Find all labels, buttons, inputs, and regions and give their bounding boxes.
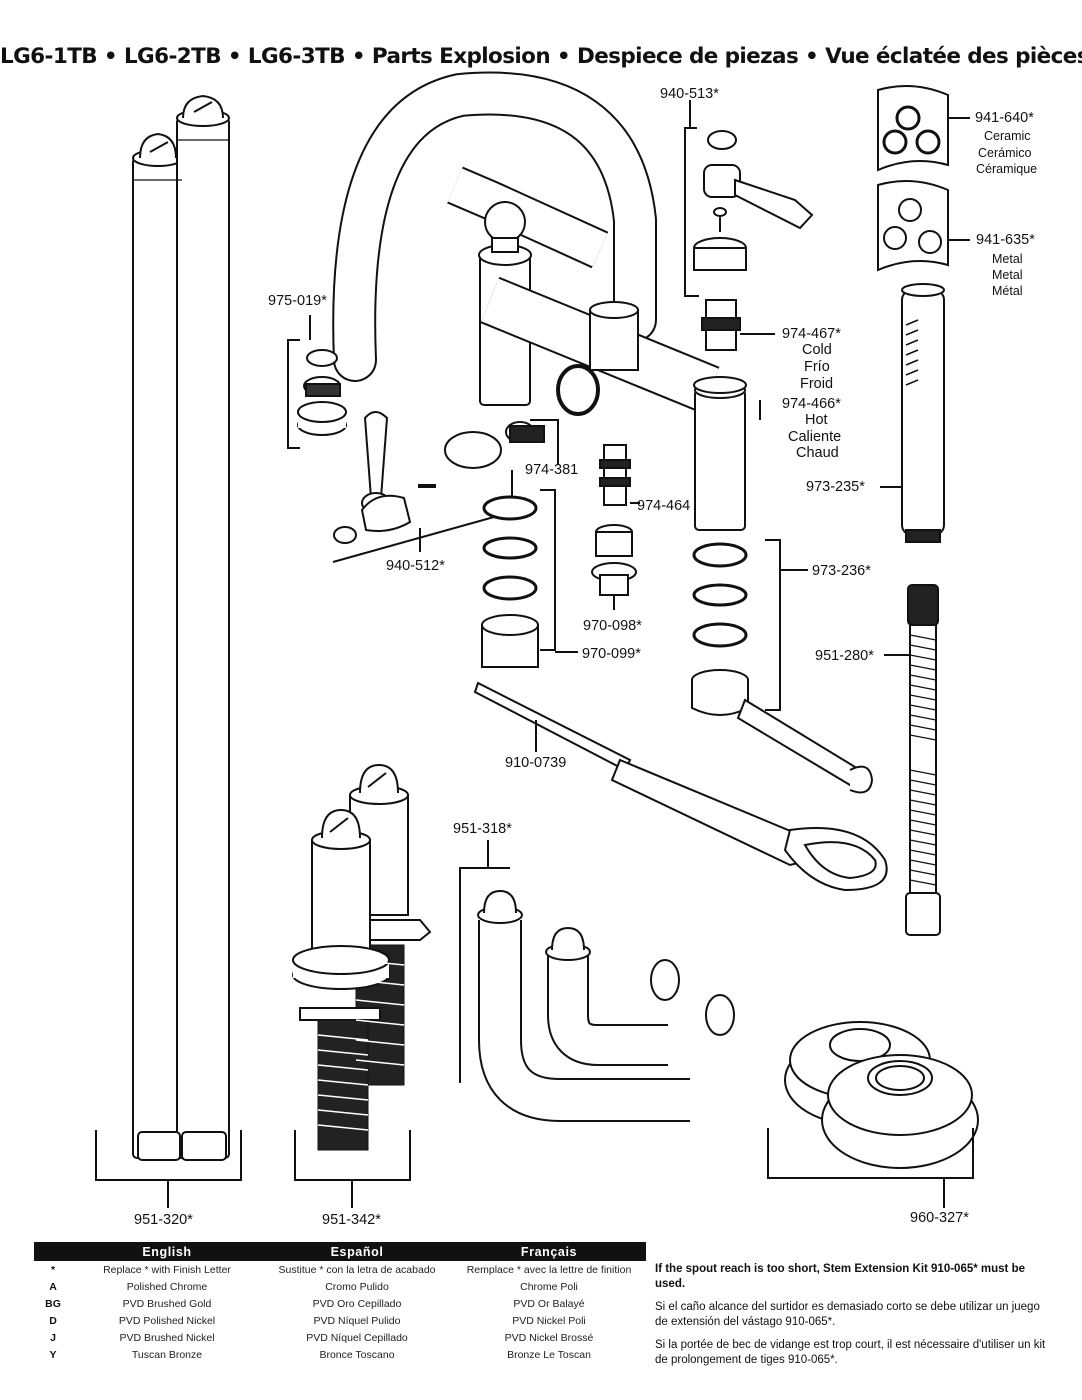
hose-951-280 [884, 584, 941, 936]
finish-table: English Español Français * Replace * wit… [34, 1242, 646, 1363]
finish-en: Tuscan Bronze [131, 1348, 203, 1361]
finish-code: D [49, 1314, 57, 1327]
callout-941-640: 941-640* [975, 110, 1034, 126]
cartridge-974-467 [701, 299, 775, 351]
callout-974-466-en: Hot [805, 412, 828, 428]
callout-941-640-en: Ceramic [984, 129, 1031, 143]
callout-974-467: 974-467* [782, 326, 841, 342]
callout-951-318: 951-318* [453, 821, 512, 837]
callout-910-0739: 910-0739 [505, 755, 566, 771]
callout-974-464: 974-464 [637, 498, 690, 514]
finish-table-header: English Español Français [34, 1242, 646, 1261]
code-header [34, 1242, 72, 1261]
finish-fr: Bronze Le Toscan [507, 1348, 591, 1361]
header-english: English [72, 1242, 262, 1261]
callout-975-019: 975-019* [268, 293, 327, 309]
rings-970-099 [481, 495, 539, 668]
note-french: Si la portée de bec de vidange est trop … [655, 1339, 1046, 1366]
callout-940-512: 940-512* [386, 558, 445, 574]
finish-code: Y [49, 1348, 57, 1361]
finish-en: PVD Brushed Nickel [119, 1331, 215, 1344]
callout-974-466: 974-466* [782, 396, 841, 412]
finish-fr: Chrome Poli [520, 1280, 578, 1293]
u-tube-951-318 [477, 889, 735, 1122]
aerator-975-019 [297, 349, 347, 436]
callout-960-327: 960-327* [910, 1210, 969, 1226]
handle-940-512 [333, 411, 545, 544]
finish-en: PVD Polished Nickel [118, 1314, 216, 1327]
finish-code: BG [45, 1297, 61, 1310]
table-row: A Polished Chrome Cromo Pulido Chrome Po… [34, 1278, 646, 1295]
callout-974-467-en: Cold [802, 342, 832, 358]
header-francais: Français [452, 1242, 646, 1261]
body-cup [693, 376, 747, 394]
finish-es: Cromo Pulido [325, 1280, 389, 1293]
finish-code: * [50, 1263, 56, 1276]
callout-941-635-fr: Métal [992, 284, 1023, 298]
callout-974-467-es: Frío [804, 359, 830, 375]
finish-code: A [49, 1280, 57, 1293]
callout-951-342: 951-342* [322, 1212, 381, 1228]
finish-en: Polished Chrome [126, 1280, 208, 1293]
finish-es: PVD Níquel Cepillado [306, 1331, 408, 1344]
finish-es: Sustitue * con la letra de acabado [278, 1263, 436, 1276]
table-row: Y Tuscan Bronze Bronce Toscano Bronze Le… [34, 1346, 646, 1363]
finish-code: J [50, 1331, 56, 1344]
buttons-941-635 [877, 180, 970, 272]
callout-941-635-es: Metal [992, 268, 1023, 282]
callout-970-099: 970-099* [582, 646, 641, 662]
callout-974-381: 974-381 [525, 462, 578, 478]
callout-941-640-es: Cerámico [978, 146, 1032, 160]
stem-extension-note: If the spout reach is too short, Stem Ex… [655, 1262, 1055, 1376]
finish-en: PVD Brushed Gold [122, 1297, 212, 1310]
callout-970-098: 970-098* [583, 618, 642, 634]
table-row: BG PVD Brushed Gold PVD Oro Cepillado PV… [34, 1295, 646, 1312]
supply-risers-951-342 [292, 763, 432, 1151]
finish-en: Replace * with Finish Letter [103, 1263, 231, 1276]
finish-fr: PVD Nickel Brossé [504, 1331, 594, 1344]
page-title: LG6-1TB • LG6-2TB • LG6-3TB • Parts Expl… [0, 44, 1082, 69]
handle-940-513 [693, 130, 814, 271]
callout-941-635-en: Metal [992, 252, 1023, 266]
finish-fr: PVD Nickel Poli [512, 1314, 586, 1327]
riser-pipes-951-320 [132, 94, 230, 1161]
bracket-960-327 [767, 1128, 974, 1179]
callout-973-235: 973-235* [806, 479, 865, 495]
finish-fr: Remplace * avec la lettre de finition [466, 1263, 632, 1276]
stop-970-098 [591, 524, 637, 610]
callout-941-640-fr: Céramique [976, 162, 1037, 176]
callout-940-513: 940-513* [660, 86, 719, 102]
table-row: J PVD Brushed Nickel PVD Níquel Cepillad… [34, 1329, 646, 1346]
flanges-960-327 [784, 1021, 979, 1169]
callout-951-320: 951-320* [134, 1212, 193, 1228]
callout-974-466-es: Caliente [788, 429, 841, 445]
finish-es: PVD Oro Cepillado [312, 1297, 402, 1310]
callout-951-280: 951-280* [815, 648, 874, 664]
callout-974-466-fr: Chaud [796, 445, 839, 461]
wrench-910-0739 [473, 681, 888, 892]
table-row: * Replace * with Finish Letter Sustitue … [34, 1261, 646, 1278]
callout-941-635: 941-635* [976, 232, 1035, 248]
note-spanish: Si el caño alcance del surtidor es demas… [655, 1301, 1040, 1328]
cartridge-974-464 [599, 444, 640, 506]
finish-es: Bronce Toscano [319, 1348, 395, 1361]
finish-es: PVD Níquel Pulido [313, 1314, 401, 1327]
rings-973-236 [691, 542, 874, 794]
callout-974-467-fr: Froid [800, 376, 833, 392]
header-espanol: Español [262, 1242, 452, 1261]
table-row: D PVD Polished Nickel PVD Níquel Pulido … [34, 1312, 646, 1329]
note-english: If the spout reach is too short, Stem Ex… [655, 1263, 1025, 1290]
finish-fr: PVD Or Balayé [513, 1297, 585, 1310]
hand-shower-973-235 [880, 283, 945, 543]
callout-973-236: 973-236* [812, 563, 871, 579]
buttons-941-640 [877, 85, 970, 172]
